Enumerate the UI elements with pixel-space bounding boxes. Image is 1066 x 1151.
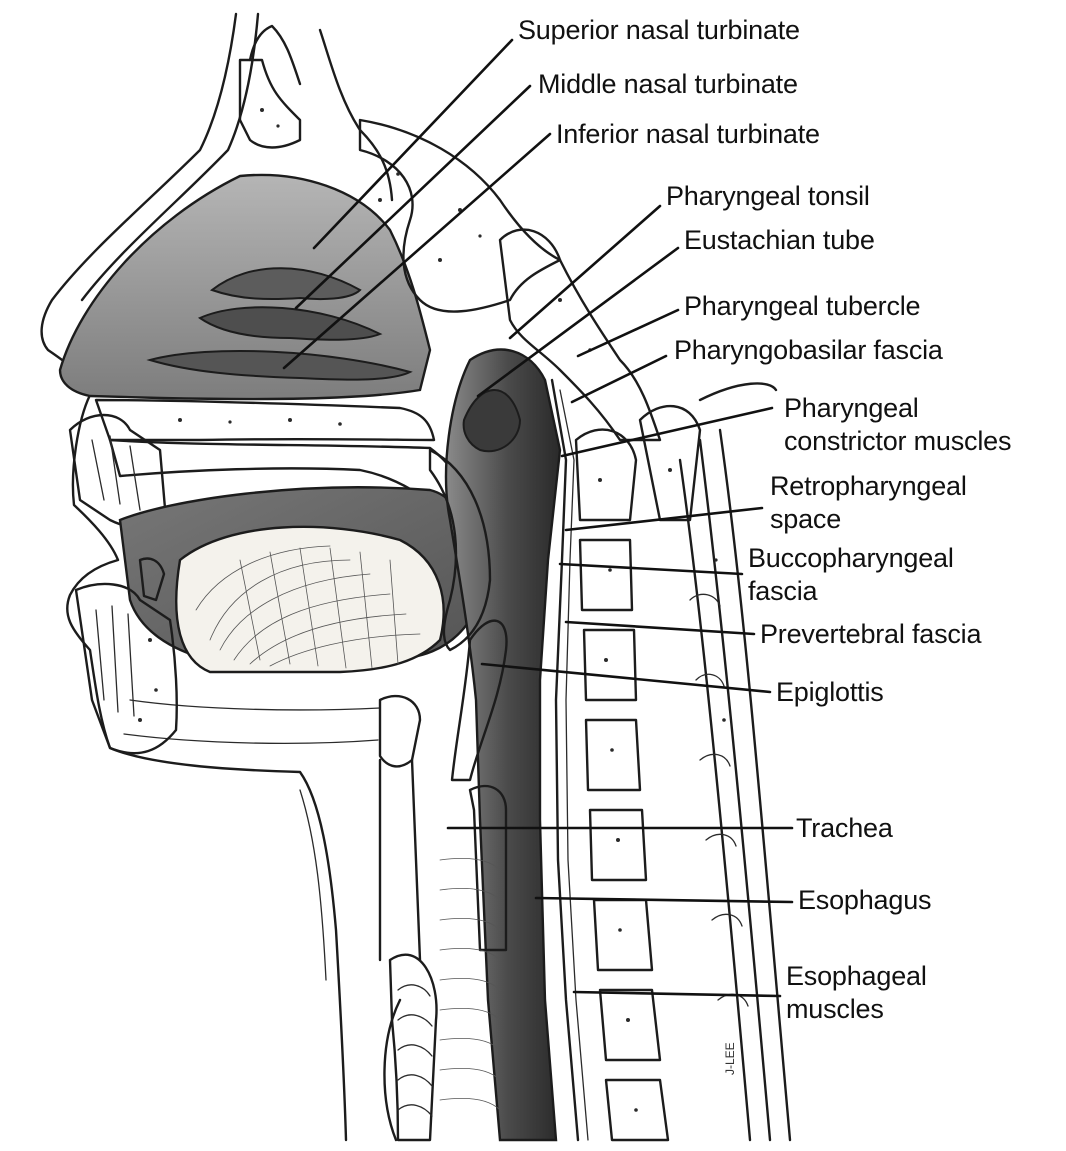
label-retropharyngeal-space: Retropharyngeal space [770, 470, 967, 536]
leader-prevertebral-fascia [566, 622, 754, 634]
leader-esophagus [536, 898, 792, 902]
leader-esophageal-muscles [574, 992, 780, 996]
leader-pharyngobasilar-fascia [572, 356, 666, 402]
pharynx [446, 350, 560, 1140]
label-superior-nasal-turbinate: Superior nasal turbinate [518, 14, 800, 47]
label-middle-nasal-turbinate: Middle nasal turbinate [538, 68, 798, 101]
fascia-layers [552, 380, 588, 1140]
leader-eustachian-tube [478, 248, 678, 396]
leader-superior-nasal-turbinate [314, 40, 512, 248]
svg-text:J-LEE: J-LEE [723, 1042, 737, 1075]
leader-pharyngeal-constrictor-muscles [562, 408, 772, 456]
label-inferior-nasal-turbinate: Inferior nasal turbinate [556, 118, 820, 151]
cervical-spine [576, 383, 790, 1140]
label-eustachian-tube: Eustachian tube [684, 224, 875, 257]
label-buccopharyngeal-fascia: Buccopharyngeal fascia [748, 542, 954, 608]
label-trachea: Trachea [796, 812, 893, 845]
label-pharyngobasilar-fascia: Pharyngobasilar fascia [674, 334, 943, 367]
artist-signature: J-LEE [723, 1042, 737, 1075]
label-pharyngeal-tonsil: Pharyngeal tonsil [666, 180, 870, 213]
label-pharyngeal-tubercle: Pharyngeal tubercle [684, 290, 920, 323]
label-esophagus: Esophagus [798, 884, 931, 917]
label-prevertebral-fascia: Prevertebral fascia [760, 618, 981, 651]
label-epiglottis: Epiglottis [776, 676, 884, 709]
label-pharyngeal-constrictor-muscles: Pharyngeal constrictor muscles [784, 392, 1011, 458]
label-esophageal-muscles: Esophageal muscles [786, 960, 927, 1026]
